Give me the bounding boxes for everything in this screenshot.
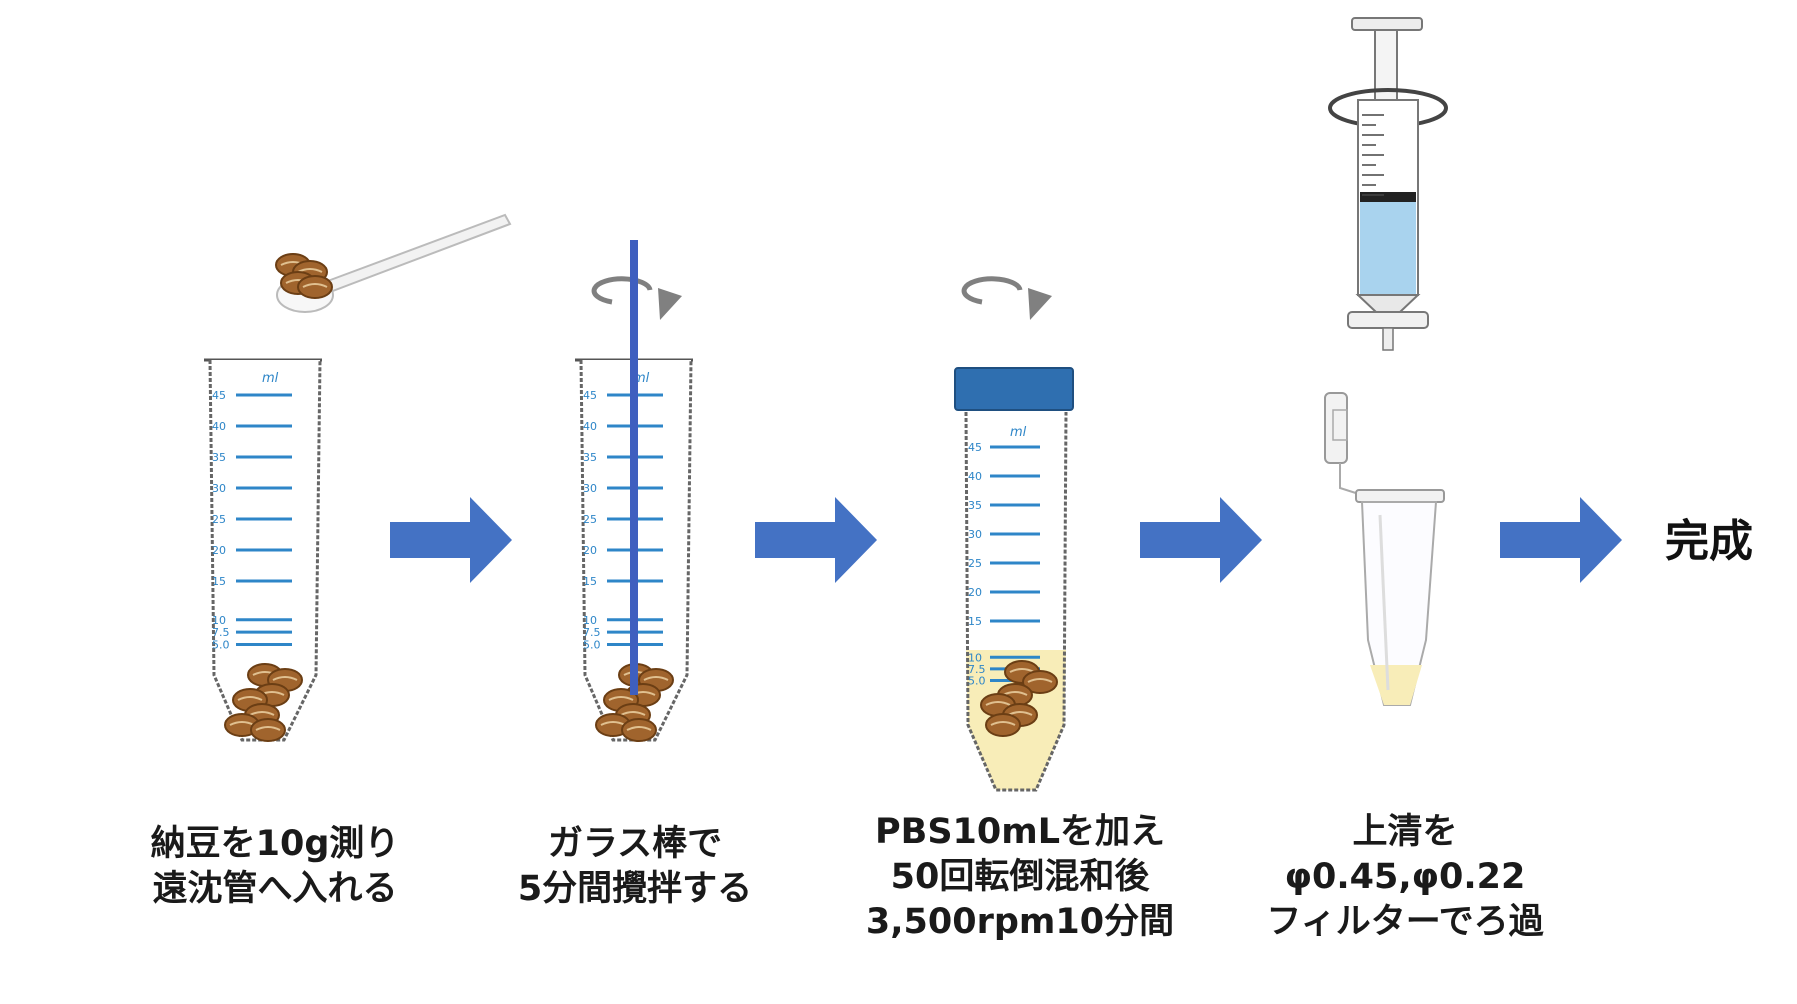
caption-line: 納豆を10g測り xyxy=(150,824,400,864)
step3-caption: PBS10mLを加え 50回転倒混和後 3,500rpm10分間 xyxy=(840,810,1200,945)
centrifuge-tube-1: ml 45 40 35 30 25 20 15 107.55.0 xyxy=(204,358,322,742)
spoon-icon xyxy=(275,213,512,313)
caption-line: 3,500rpm10分間 xyxy=(865,902,1175,942)
glass-rod xyxy=(630,240,638,695)
scale-tick-label: 45 xyxy=(968,441,982,454)
scale-tick-label: 35 xyxy=(583,451,597,464)
caption-line: φ0.45,φ0.22 xyxy=(1284,857,1526,897)
scale-tick-label: 10 xyxy=(583,614,597,627)
step1-illustration: ml 45 40 35 30 25 20 15 107.55.0 xyxy=(204,213,512,742)
caption-line: ガラス棒で xyxy=(547,824,723,864)
step3-illustration: ml 45 40 35 30 25 20 15 107.55.0 xyxy=(954,276,1074,792)
rotate-arrow-icon xyxy=(591,276,682,320)
flow-arrow-1 xyxy=(390,497,512,583)
tube-scale: ml 45 40 35 30 25 20 15 107.55.0 xyxy=(968,425,1040,687)
tube-cap xyxy=(954,367,1074,411)
scale-tick-label: 20 xyxy=(968,586,982,599)
scale-tick-label: 40 xyxy=(583,420,597,433)
scale-tick-label: 10 xyxy=(212,614,226,627)
scale-tick-label: 5.0 xyxy=(583,639,601,652)
flow-arrow-3 xyxy=(1140,497,1262,583)
scale-tick-label: 7.5 xyxy=(212,626,230,639)
microtube-icon xyxy=(1324,392,1445,706)
tube-scale: ml 45 40 35 30 25 20 15 107.55.0 xyxy=(212,371,292,652)
scale-tick-label: 30 xyxy=(212,482,226,495)
scale-tick-label: 7.5 xyxy=(583,626,601,639)
scale-tick-label: 25 xyxy=(968,557,982,570)
scale-tick-label: 35 xyxy=(212,451,226,464)
result-label: 完成 xyxy=(1665,516,1753,567)
caption-line: フィルターでろ過 xyxy=(1266,902,1544,942)
scale-tick-label: 35 xyxy=(968,499,982,512)
caption-line: 50回転倒混和後 xyxy=(890,857,1150,897)
step1-caption: 納豆を10g測り 遠沈管へ入れる xyxy=(110,822,440,912)
caption-line: PBS10mLを加え xyxy=(874,812,1165,852)
scale-tick-label: 30 xyxy=(968,528,982,541)
scale-tick-label: 40 xyxy=(212,420,226,433)
step4-illustration xyxy=(1324,17,1448,706)
scale-unit-label: ml xyxy=(262,371,279,386)
scale-tick-label: 25 xyxy=(583,513,597,526)
scale-tick-label: 10 xyxy=(968,651,982,664)
flow-arrow-2 xyxy=(755,497,877,583)
caption-line: 上清を xyxy=(1352,812,1458,852)
scale-tick-label: 20 xyxy=(583,544,597,557)
step2-caption: ガラス棒で 5分間攪拌する xyxy=(470,822,800,912)
centrifuge-tube-3: ml 45 40 35 30 25 20 15 107.55.0 xyxy=(954,367,1074,792)
scale-unit-label: ml xyxy=(1010,425,1027,440)
step4-caption: 上清を φ0.45,φ0.22 フィルターでろ過 xyxy=(1225,810,1585,945)
caption-line: 5分間攪拌する xyxy=(517,869,753,909)
scale-tick-label: 25 xyxy=(212,513,226,526)
scale-tick-label: 15 xyxy=(212,575,226,588)
scale-tick-label: 15 xyxy=(968,615,982,628)
scale-tick-label: 5.0 xyxy=(968,674,986,687)
scale-tick-label: 45 xyxy=(212,389,226,402)
scale-tick-label: 7.5 xyxy=(968,663,986,676)
syringe-icon xyxy=(1328,17,1448,351)
caption-line: 遠沈管へ入れる xyxy=(152,869,398,909)
scale-tick-label: 30 xyxy=(583,482,597,495)
flow-arrow-4 xyxy=(1500,497,1622,583)
scale-tick-label: 5.0 xyxy=(212,639,230,652)
scale-tick-label: 15 xyxy=(583,575,597,588)
scale-tick-label: 20 xyxy=(212,544,226,557)
scale-tick-label: 40 xyxy=(968,470,982,483)
scale-tick-label: 45 xyxy=(583,389,597,402)
rotate-arrow-icon xyxy=(961,276,1052,320)
